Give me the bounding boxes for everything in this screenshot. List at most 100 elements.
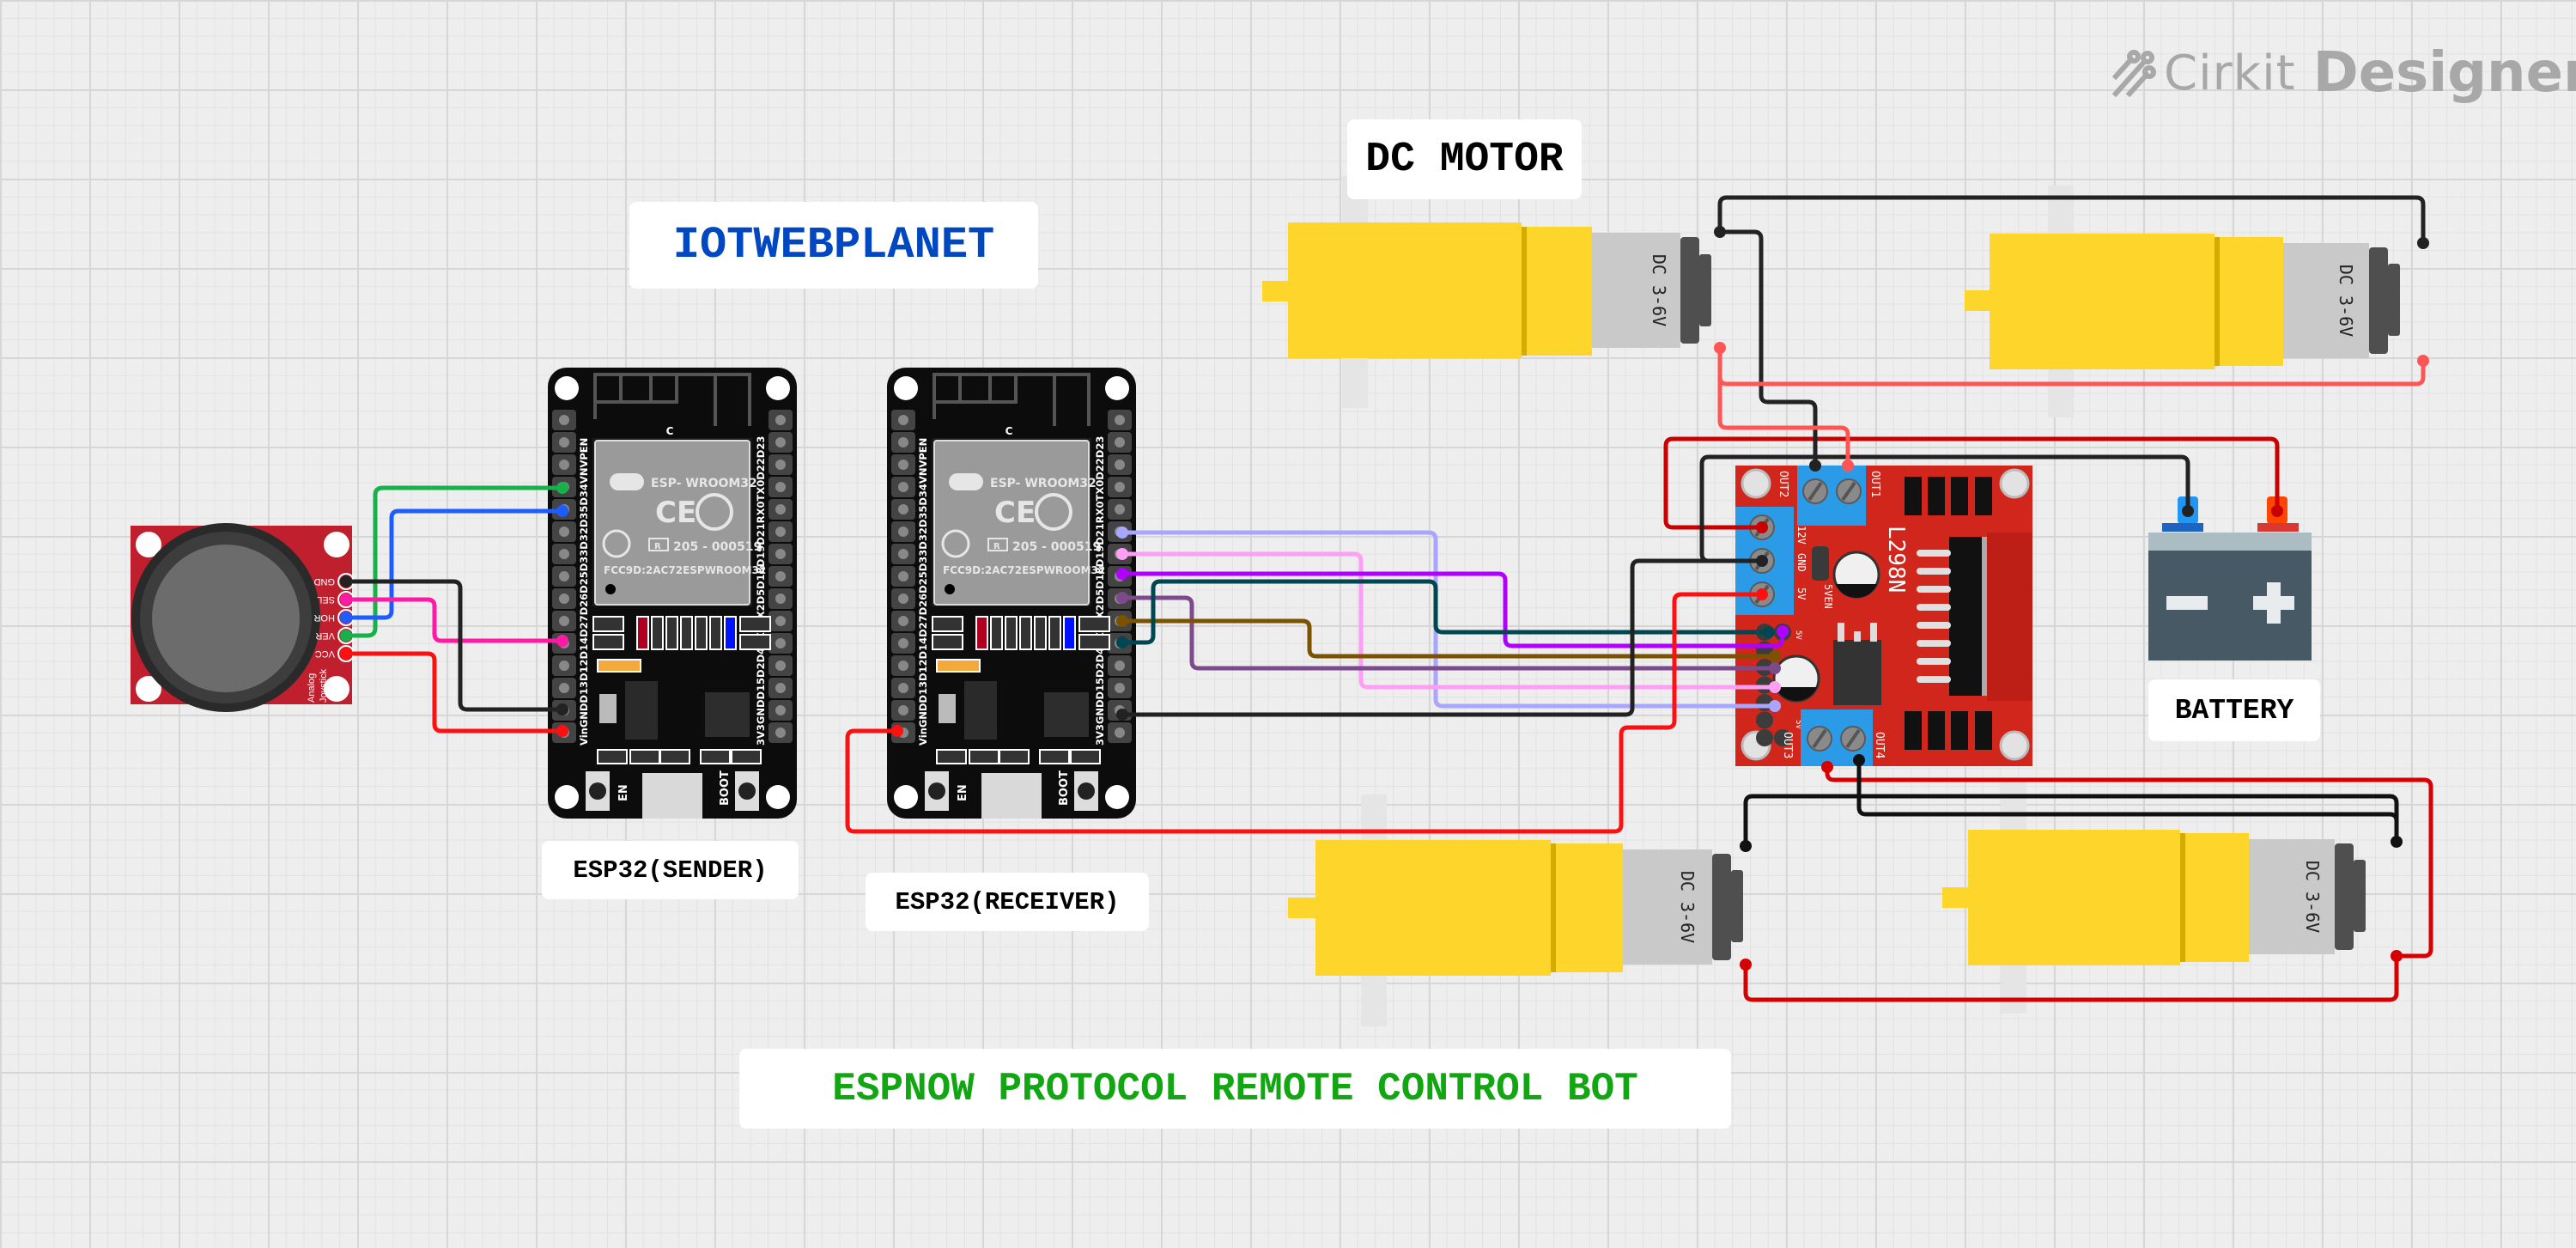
wire-out4-motor4[interactable] (1856, 758, 2399, 842)
header-pin-D22[interactable] (1115, 437, 1125, 447)
header-pin-3V3[interactable] (1115, 727, 1125, 738)
wire-d4-in1[interactable] (1120, 618, 1777, 659)
analog-joystick[interactable]: GND SEL HOR VER VCC Analog Joystick (131, 523, 355, 712)
header-pin-RX2[interactable] (775, 616, 786, 626)
title-iotwebplanet-text: IOTWEBPLANET (672, 220, 995, 271)
header-pin-D4[interactable] (775, 638, 786, 648)
header-pin-D2[interactable] (775, 661, 786, 671)
header-pin-RX0[interactable] (775, 482, 786, 492)
header-pin-D26[interactable] (559, 594, 569, 604)
wire-joystick-sel[interactable] (343, 597, 565, 643)
wire-rcv-vin[interactable] (845, 592, 1765, 834)
wire-rcv-gnd[interactable] (1120, 558, 1765, 717)
header-pin-D13[interactable] (898, 683, 908, 693)
header-pin-3V3[interactable] (775, 727, 786, 738)
header-pin-D27[interactable] (898, 616, 908, 626)
wire-tx2-ena[interactable] (1120, 571, 1785, 648)
header-pin-D5[interactable] (775, 571, 786, 581)
wire-motor3-red[interactable] (1743, 953, 2399, 1002)
header-pin-D23[interactable] (1115, 415, 1125, 425)
joystick-caption-joystick: Joystick (319, 668, 329, 703)
header-pin-D12[interactable] (898, 661, 908, 671)
header-pin-D32[interactable] (559, 527, 569, 537)
wire-motor1-black[interactable] (1717, 195, 2426, 246)
motor-3-rating: DC 3-6V (1677, 871, 1698, 943)
brand-designer: Designer (2312, 41, 2576, 105)
motor-1-gearbox (1288, 222, 1522, 358)
joystick-knob[interactable] (152, 545, 300, 692)
wire-endpoint (340, 612, 352, 624)
header-pin-D21[interactable] (1115, 504, 1125, 514)
dc-motor-1[interactable]: DC 3-6V (1262, 176, 1711, 408)
wire-endpoint (1714, 226, 1726, 238)
wire-battery-negative[interactable] (1699, 454, 2190, 563)
pin-label-gnd: GND (314, 576, 336, 587)
header-pin-GND[interactable] (898, 705, 908, 715)
dc-motor-4[interactable]: DC 3-6V (1942, 782, 2366, 1014)
header-pin-VP[interactable] (898, 437, 908, 447)
header-pin-TX0[interactable] (1115, 460, 1125, 470)
header-pin-VP[interactable] (559, 437, 569, 447)
logic-pin[interactable] (1756, 711, 1773, 729)
wire-d2-ena[interactable] (1120, 579, 1771, 645)
wire-rx2-in2[interactable] (1120, 595, 1777, 671)
wire-endpoint (1769, 681, 1781, 693)
header-pin-D35[interactable] (898, 504, 908, 514)
header-pin-GND[interactable] (775, 705, 786, 715)
dc-motor-2[interactable]: DC 3-6V (1965, 186, 2400, 417)
wire-joystick-hor[interactable] (343, 508, 565, 620)
jumper-5ven[interactable] (1812, 546, 1829, 581)
left-pin-labels: VinGNDD13D12D14D27D26D25D33D32D35D34VNVP… (917, 438, 929, 746)
wire-joystick-vcc[interactable] (343, 651, 565, 734)
header-pin-VN[interactable] (898, 460, 908, 470)
circuit-logo-icon (2112, 50, 2156, 97)
header-pin-D32[interactable] (898, 527, 908, 537)
header-pin-D33[interactable] (559, 549, 569, 559)
header-pin-D26[interactable] (898, 594, 908, 604)
header-pin-D15[interactable] (1115, 683, 1125, 693)
micro-usb-port[interactable] (981, 773, 1042, 819)
header-pin-D27[interactable] (559, 616, 569, 626)
logic-pin[interactable] (1756, 729, 1773, 746)
wire-motor3-black[interactable] (1743, 794, 2399, 849)
wire-d5-in3[interactable] (1120, 551, 1777, 690)
wire-joystick-gnd[interactable] (343, 579, 565, 712)
header-pin-D2[interactable] (1115, 661, 1125, 671)
micro-usb-port[interactable] (642, 773, 702, 819)
dc-motor-3[interactable]: DC 3-6V (1288, 794, 1743, 1026)
header-pin-TX0[interactable] (775, 460, 786, 470)
battery[interactable] (2148, 496, 2312, 661)
wire-joystick-ver[interactable] (343, 485, 565, 638)
header-pin-RX0[interactable] (1115, 482, 1125, 492)
header-pin-D13[interactable] (559, 683, 569, 693)
header-pin-EN[interactable] (898, 415, 908, 425)
wire-out3-motors[interactable] (1825, 764, 2433, 959)
header-pin-EN[interactable] (559, 415, 569, 425)
wire-battery-positive[interactable] (1663, 436, 2280, 530)
header-pin-TX2[interactable] (775, 594, 786, 604)
wire-motor1-out2[interactable] (1717, 229, 1818, 468)
header-pin-D15[interactable] (775, 683, 786, 693)
header-pin-D33[interactable] (898, 549, 908, 559)
smd-diode (1975, 477, 1992, 515)
header-pin-D18[interactable] (775, 549, 786, 559)
reg-number: 205 - 000519 (1012, 540, 1101, 554)
header-pin-D25[interactable] (559, 571, 569, 581)
l298n-chip (1949, 537, 1982, 696)
header-pin-D34[interactable] (898, 482, 908, 492)
header-pin-VN[interactable] (559, 460, 569, 470)
header-pin-D14[interactable] (898, 638, 908, 648)
l298n-motor-driver[interactable]: OUT2 OUT1 12V GND 5V 5VEN L298N (1735, 466, 2032, 766)
header-pin-D21[interactable] (775, 504, 786, 514)
header-pin-D19[interactable] (775, 527, 786, 537)
wire-endpoint (2417, 237, 2429, 249)
project-title-text: ESPNOW PROTOCOL REMOTE CONTROL BOT (832, 1066, 1638, 1111)
wire-motor1-out1[interactable] (1717, 350, 1850, 468)
header-pin-D25[interactable] (898, 571, 908, 581)
header-pin-D23[interactable] (775, 415, 786, 425)
header-pin-D12[interactable] (559, 661, 569, 671)
header-pin-D22[interactable] (775, 437, 786, 447)
